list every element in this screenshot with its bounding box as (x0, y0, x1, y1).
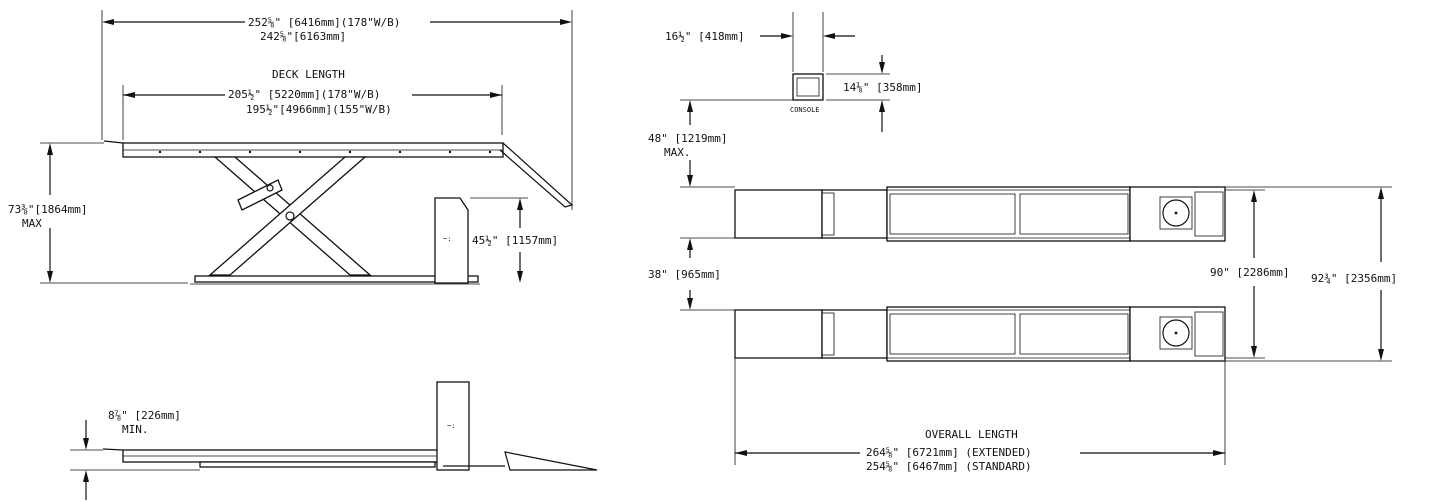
overall-length-dimension: 252⅝" [6416mm](178"W/B) 242⅝"[6163mm] (102, 16, 572, 43)
plan-overall-length-dimension: OVERALL LENGTH 264⅝" [6721mm] (EXTENDED)… (734, 358, 1226, 473)
overall-length-alt-label: 242⅝"[6163mm] (260, 30, 346, 43)
side-view-raised: 252⅝" [6416mm](178"W/B) 242⅝"[6163mm] DE… (8, 10, 574, 285)
plan-overall-length-extended: 264⅝" [6721mm] (EXTENDED) (866, 446, 1032, 459)
outer-width-dimension: 92¾" [2356mm] (1225, 186, 1397, 362)
min-height-dimension: 8⅞" [226mm] MIN. (70, 409, 200, 500)
deck-length-title: DECK LENGTH (272, 68, 345, 81)
max-height-note: MAX (22, 217, 42, 230)
deck-length-label: 205½" [5220mm](178"W/B) (228, 88, 380, 101)
deck-length-dimension: DECK LENGTH 205½" [5220mm](178"W/B) 195½… (122, 68, 503, 140)
plan-overall-length-standard: 254⅝" [6467mm] (STANDARD) (866, 460, 1032, 473)
console-side: ~: (434, 197, 469, 284)
console-offset-label: 48" [1219mm] (648, 132, 727, 145)
console-offset-dimension: 48" [1219mm] MAX. (648, 99, 793, 188)
min-height-label: 8⅞" [226mm] (108, 409, 181, 422)
svg-text:~:: ~: (443, 235, 451, 243)
inner-width-dimension: 90" [2286mm] (1210, 189, 1289, 359)
console-offset-note: MAX. (664, 146, 691, 159)
svg-text:~:: ~: (447, 422, 455, 430)
deck-holes (158, 150, 492, 154)
console-label: CONSOLE (790, 106, 820, 114)
side-view-lowered: ~: 8⅞" [226mm] MIN. (70, 381, 598, 500)
lower-runway (734, 306, 1226, 362)
max-height-label: 73⅜"[1864mm] (8, 203, 87, 216)
raised-deck (103, 140, 574, 208)
plan-view: 48" [1219mm] MAX. 38" [ (648, 99, 1397, 473)
outer-width-label: 92¾" [2356mm] (1311, 272, 1397, 285)
min-height-note: MIN. (122, 423, 149, 436)
console-width-label: 16½" [418mm] (665, 30, 744, 43)
console-width-dimension: 16½" [418mm] (665, 30, 855, 43)
plan-overall-length-title: OVERALL LENGTH (925, 428, 1018, 441)
scissor-mechanism (208, 156, 372, 276)
runway-gap-dimension: 38" [965mm] (648, 237, 735, 311)
inner-width-label: 90" [2286mm] (1210, 266, 1289, 279)
overall-length-label: 252⅝" [6416mm](178"W/B) (248, 16, 400, 29)
console-top-view: 16½" [418mm] CONSOLE 14⅛" [358mm] (665, 12, 922, 132)
runway-gap-label: 38" [965mm] (648, 268, 721, 281)
deck-length-alt-label: 195½"[4966mm](155"W/B) (246, 103, 392, 116)
max-height-dimension: 73⅜"[1864mm] MAX (8, 142, 188, 284)
console-height-label: 45½" [1157mm] (472, 234, 558, 247)
console-depth-dimension: 14⅛" [358mm] (826, 55, 922, 132)
upper-runway (734, 186, 1226, 242)
console-height-dimension: 45½" [1157mm] (470, 197, 558, 283)
raised-base-frame (190, 275, 480, 285)
console-depth-label: 14⅛" [358mm] (843, 81, 922, 94)
